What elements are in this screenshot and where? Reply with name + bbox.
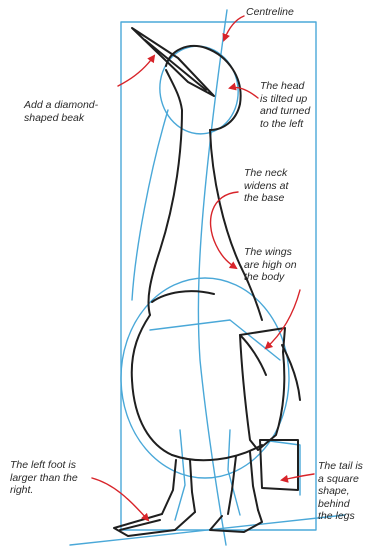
arrow-centreline <box>224 16 244 40</box>
label-line: is tilted up <box>260 93 340 106</box>
arrow-beak <box>118 56 154 86</box>
label-line: the legs <box>318 510 370 523</box>
label-line: larger than the <box>10 472 102 485</box>
label-neck: The neck widens at the base <box>244 167 316 205</box>
label-line: the body <box>244 271 320 284</box>
label-line: to the left <box>260 118 340 131</box>
body-oval <box>121 278 289 478</box>
arrow-neck <box>211 192 238 268</box>
label-head: The head is tilted up and turned to the … <box>260 80 340 130</box>
label-foot: The left foot is larger than the right. <box>10 459 102 497</box>
leg-right-front <box>228 456 236 514</box>
label-line: The head <box>260 80 340 93</box>
body-left <box>132 315 172 455</box>
label-centreline: Centreline <box>246 6 326 19</box>
label-beak: Add a diamond- shaped beak <box>24 99 136 124</box>
label-line: The neck <box>244 167 316 180</box>
arrow-head <box>230 87 258 98</box>
label-line: are high on <box>244 259 320 272</box>
label-line: right. <box>10 484 102 497</box>
neck-guide <box>132 110 168 300</box>
head-circle <box>153 40 245 140</box>
body-belly <box>172 445 262 460</box>
wing-guide <box>150 320 280 360</box>
label-line: and turned <box>260 105 340 118</box>
label-line: The left foot is <box>10 459 102 472</box>
leg-left-back <box>190 460 195 512</box>
label-line: Add a diamond- <box>24 99 136 112</box>
label-line: The tail is <box>318 460 370 473</box>
label-line: a square <box>318 473 370 486</box>
neck-back <box>148 70 182 315</box>
tail-guide <box>262 440 300 495</box>
label-line: widens at <box>244 180 316 193</box>
leg-right-back <box>250 452 258 510</box>
label-line: shape, <box>318 485 370 498</box>
leg-guide-left <box>175 430 185 520</box>
label-tail: The tail is a square shape, behind the l… <box>318 460 370 523</box>
beak-line <box>145 40 206 90</box>
label-wings: The wings are high on the body <box>244 246 320 284</box>
label-line: shaped beak <box>24 112 136 125</box>
neck-front <box>210 130 262 320</box>
wing-inner <box>240 335 266 375</box>
label-line: Centreline <box>246 6 326 19</box>
label-line: the base <box>244 192 316 205</box>
label-line: The wings <box>244 246 320 259</box>
label-line: behind <box>318 498 370 511</box>
